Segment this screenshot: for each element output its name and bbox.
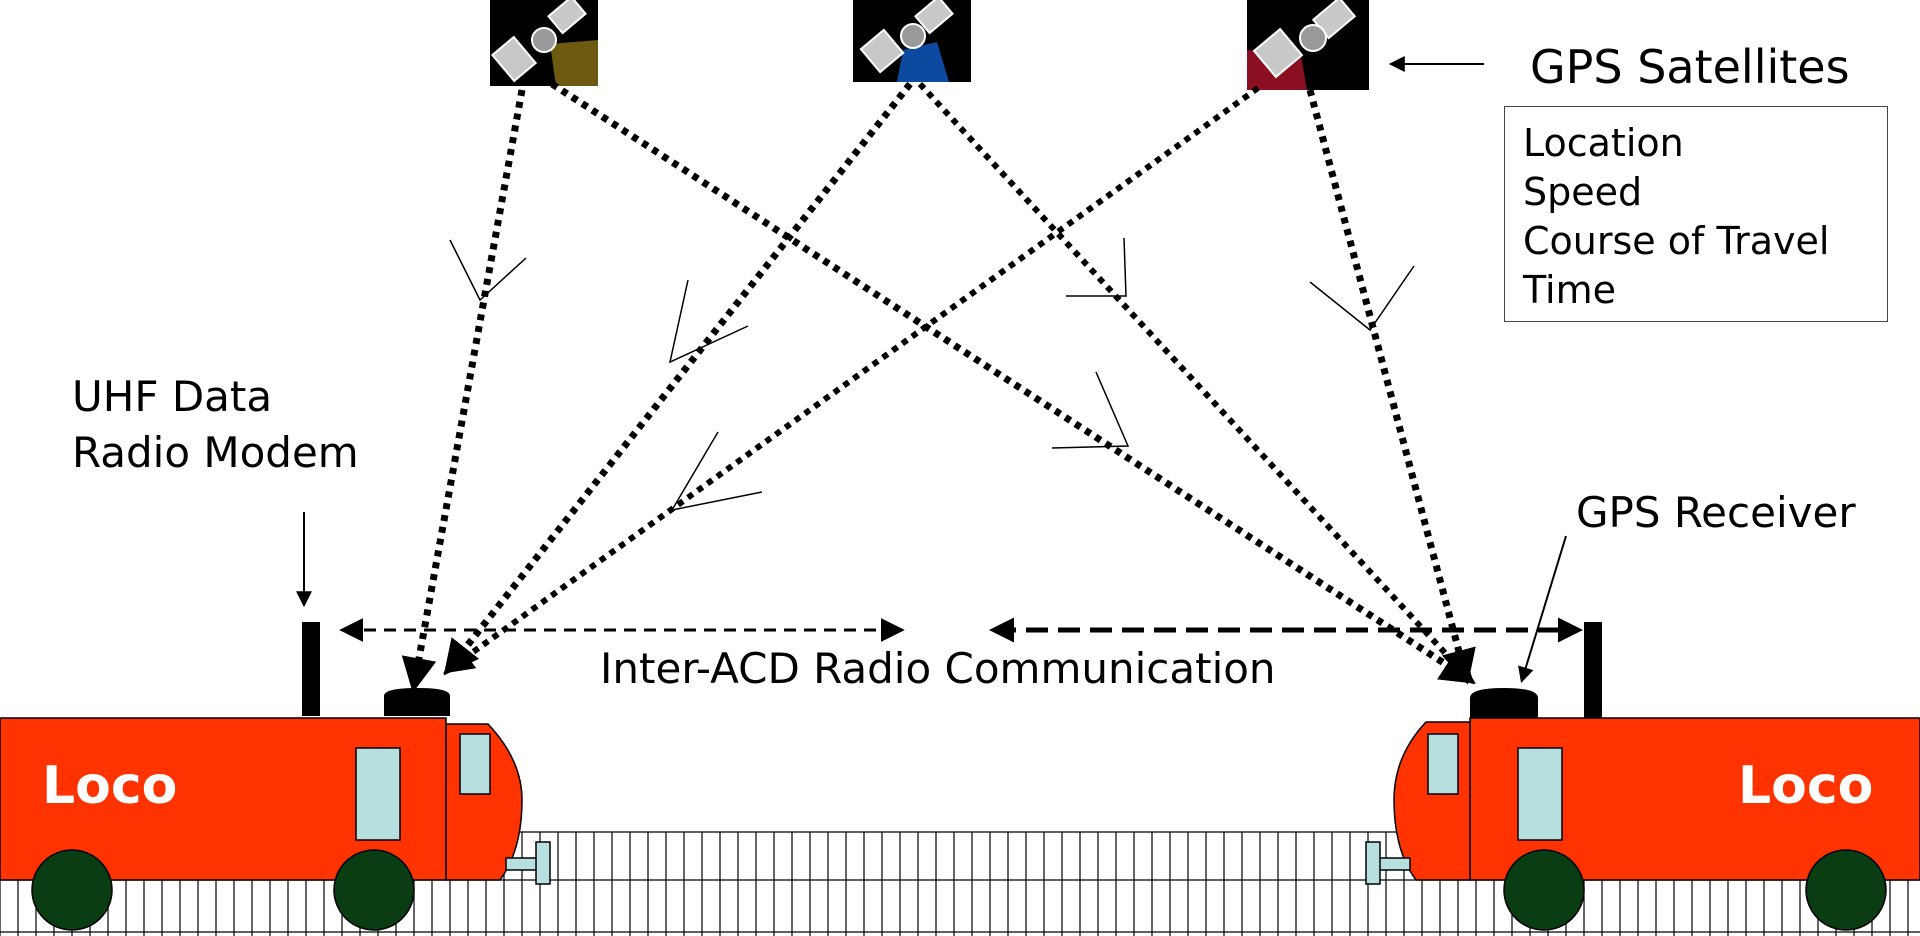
gps-satellites-label: GPS Satellites xyxy=(1530,40,1850,94)
left-front-window xyxy=(459,733,491,795)
pointer-arrows xyxy=(296,56,1567,684)
info-item-course: Course of Travel xyxy=(1523,219,1830,263)
info-item-location: Location xyxy=(1523,121,1684,165)
right-wheel-1 xyxy=(1503,849,1585,931)
gps-receiver-label: GPS Receiver xyxy=(1576,488,1856,537)
satellite-2-icon xyxy=(853,0,971,82)
left-wheel-1 xyxy=(31,849,113,931)
uhf-modem-label-line2: Radio Modem xyxy=(72,428,359,477)
signal-chevrons xyxy=(449,237,1415,512)
left-cab-window xyxy=(355,747,401,841)
inter-acd-label: Inter-ACD Radio Communication xyxy=(600,644,1276,693)
satellite-1-icon xyxy=(490,0,598,86)
satellite-3-icon xyxy=(1247,0,1369,90)
right-antenna xyxy=(1584,622,1602,722)
left-locomotive xyxy=(0,622,551,931)
right-cab-window xyxy=(1517,747,1563,841)
uhf-modem-label-line1: UHF Data xyxy=(72,372,273,421)
right-locomotive xyxy=(1365,622,1920,931)
gps-signal-lines xyxy=(401,81,1476,693)
right-gps-receiver xyxy=(1470,688,1538,718)
info-item-time: Time xyxy=(1523,268,1616,312)
right-wheel-2 xyxy=(1805,849,1887,931)
right-front-window xyxy=(1427,733,1459,795)
left-gps-receiver xyxy=(384,688,450,716)
left-antenna xyxy=(302,622,320,716)
info-item-speed: Speed xyxy=(1523,170,1643,214)
right-loco-label: Loco xyxy=(1738,756,1874,816)
left-loco-label: Loco xyxy=(42,756,178,816)
left-wheel-2 xyxy=(333,849,415,931)
gps-info-box: Location Speed Course of Travel Time xyxy=(1504,106,1888,322)
